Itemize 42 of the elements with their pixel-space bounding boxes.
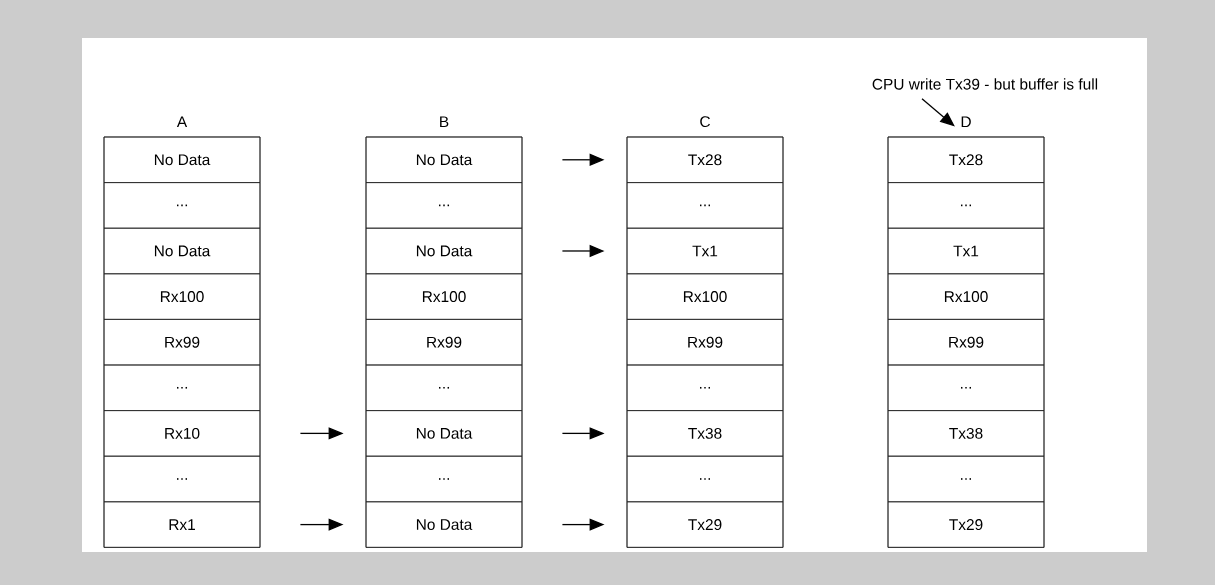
buffer-cell: Tx28: [626, 136, 784, 183]
buffer-cell: ...: [365, 182, 523, 229]
buffer-cell: No Data: [365, 227, 523, 275]
node-label: C: [700, 116, 710, 128]
buffer-cell: Rx99: [626, 319, 784, 366]
buffer-cell: ...: [887, 455, 1045, 503]
node-label: B: [440, 116, 449, 128]
buffer-cell: Rx100: [365, 273, 523, 320]
buffer-cell: ...: [103, 455, 261, 503]
arrow: [921, 98, 955, 127]
buffer-cell: ...: [103, 182, 261, 229]
buffer-cell: ...: [626, 364, 784, 411]
node-label: A: [176, 116, 188, 128]
node-label: D: [961, 116, 971, 128]
buffer-cell: Rx99: [365, 319, 523, 366]
buffer-cell: ...: [365, 364, 523, 411]
buffer-cell: Tx38: [887, 410, 1045, 457]
buffer-cell: Tx29: [887, 501, 1045, 548]
buffer-cell: ...: [887, 364, 1045, 411]
buffer-cell: Tx38: [626, 410, 784, 457]
buffer-cell: Rx99: [103, 319, 261, 366]
buffer-cell: No Data: [365, 136, 523, 183]
buffer-cell: No Data: [365, 410, 523, 457]
note-text: CPU write Tx39 - but buffer is full: [872, 78, 1098, 90]
buffer-cell: ...: [626, 182, 784, 229]
buffer-cell: Rx10: [103, 410, 261, 457]
buffer-cell: Rx100: [103, 273, 261, 320]
buffer-cell: Rx100: [626, 273, 784, 320]
buffer-cell: No Data: [103, 136, 261, 183]
buffer-cell: Rx1: [103, 501, 261, 548]
buffer-cell: Tx28: [887, 136, 1045, 183]
buffer-cell: ...: [626, 455, 784, 503]
buffer-cell: No Data: [365, 501, 523, 548]
buffer-cell: ...: [103, 364, 261, 411]
buffer-cell: Rx99: [887, 319, 1045, 366]
buffer-cell: ...: [365, 455, 523, 503]
buffer-cell: Tx29: [626, 501, 784, 548]
buffer-cell: Tx1: [887, 227, 1045, 275]
buffer-cell: Tx1: [626, 227, 784, 275]
buffer-cell: Rx100: [887, 273, 1045, 320]
buffer-cell: ...: [887, 182, 1045, 229]
buffer-cell: No Data: [103, 227, 261, 275]
